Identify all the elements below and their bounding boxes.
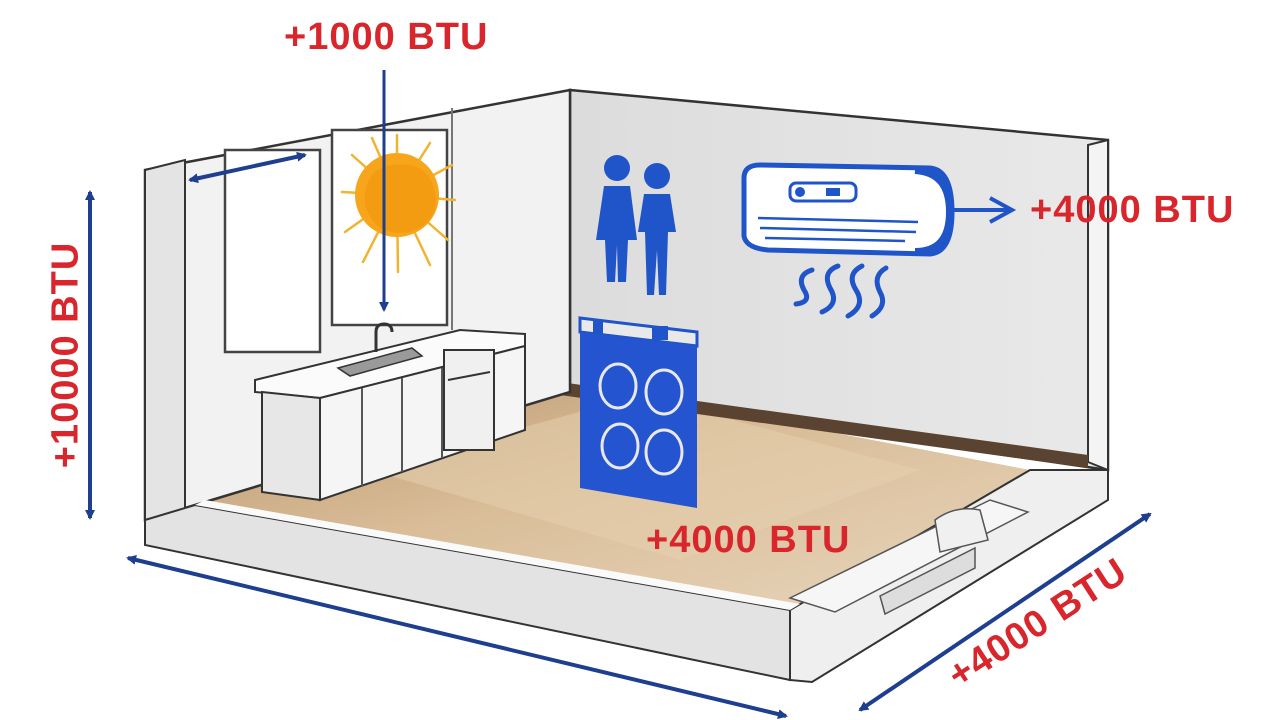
length-arrow [126,555,788,719]
wall-left-face [144,158,186,522]
dishwasher-handle [447,371,491,381]
cabinet-front [261,390,321,502]
window-icon [223,148,322,354]
ac-unit-label: +4000 BTU [1030,189,1235,231]
sink-icon [336,322,424,377]
width-arrow [188,151,307,184]
people-icon [596,155,676,295]
dishwasher [443,349,495,451]
sun-icon [340,133,457,274]
stove-label: +4000 BTU [646,519,851,561]
sun-heat-label: +1000 BTU [284,16,489,58]
airflow-icon [793,263,889,319]
stove-icon [578,316,699,508]
depth-arrow [858,512,1152,712]
wall-height-label: +10000 BTU [44,241,87,469]
air-conditioner-icon [741,162,1017,257]
